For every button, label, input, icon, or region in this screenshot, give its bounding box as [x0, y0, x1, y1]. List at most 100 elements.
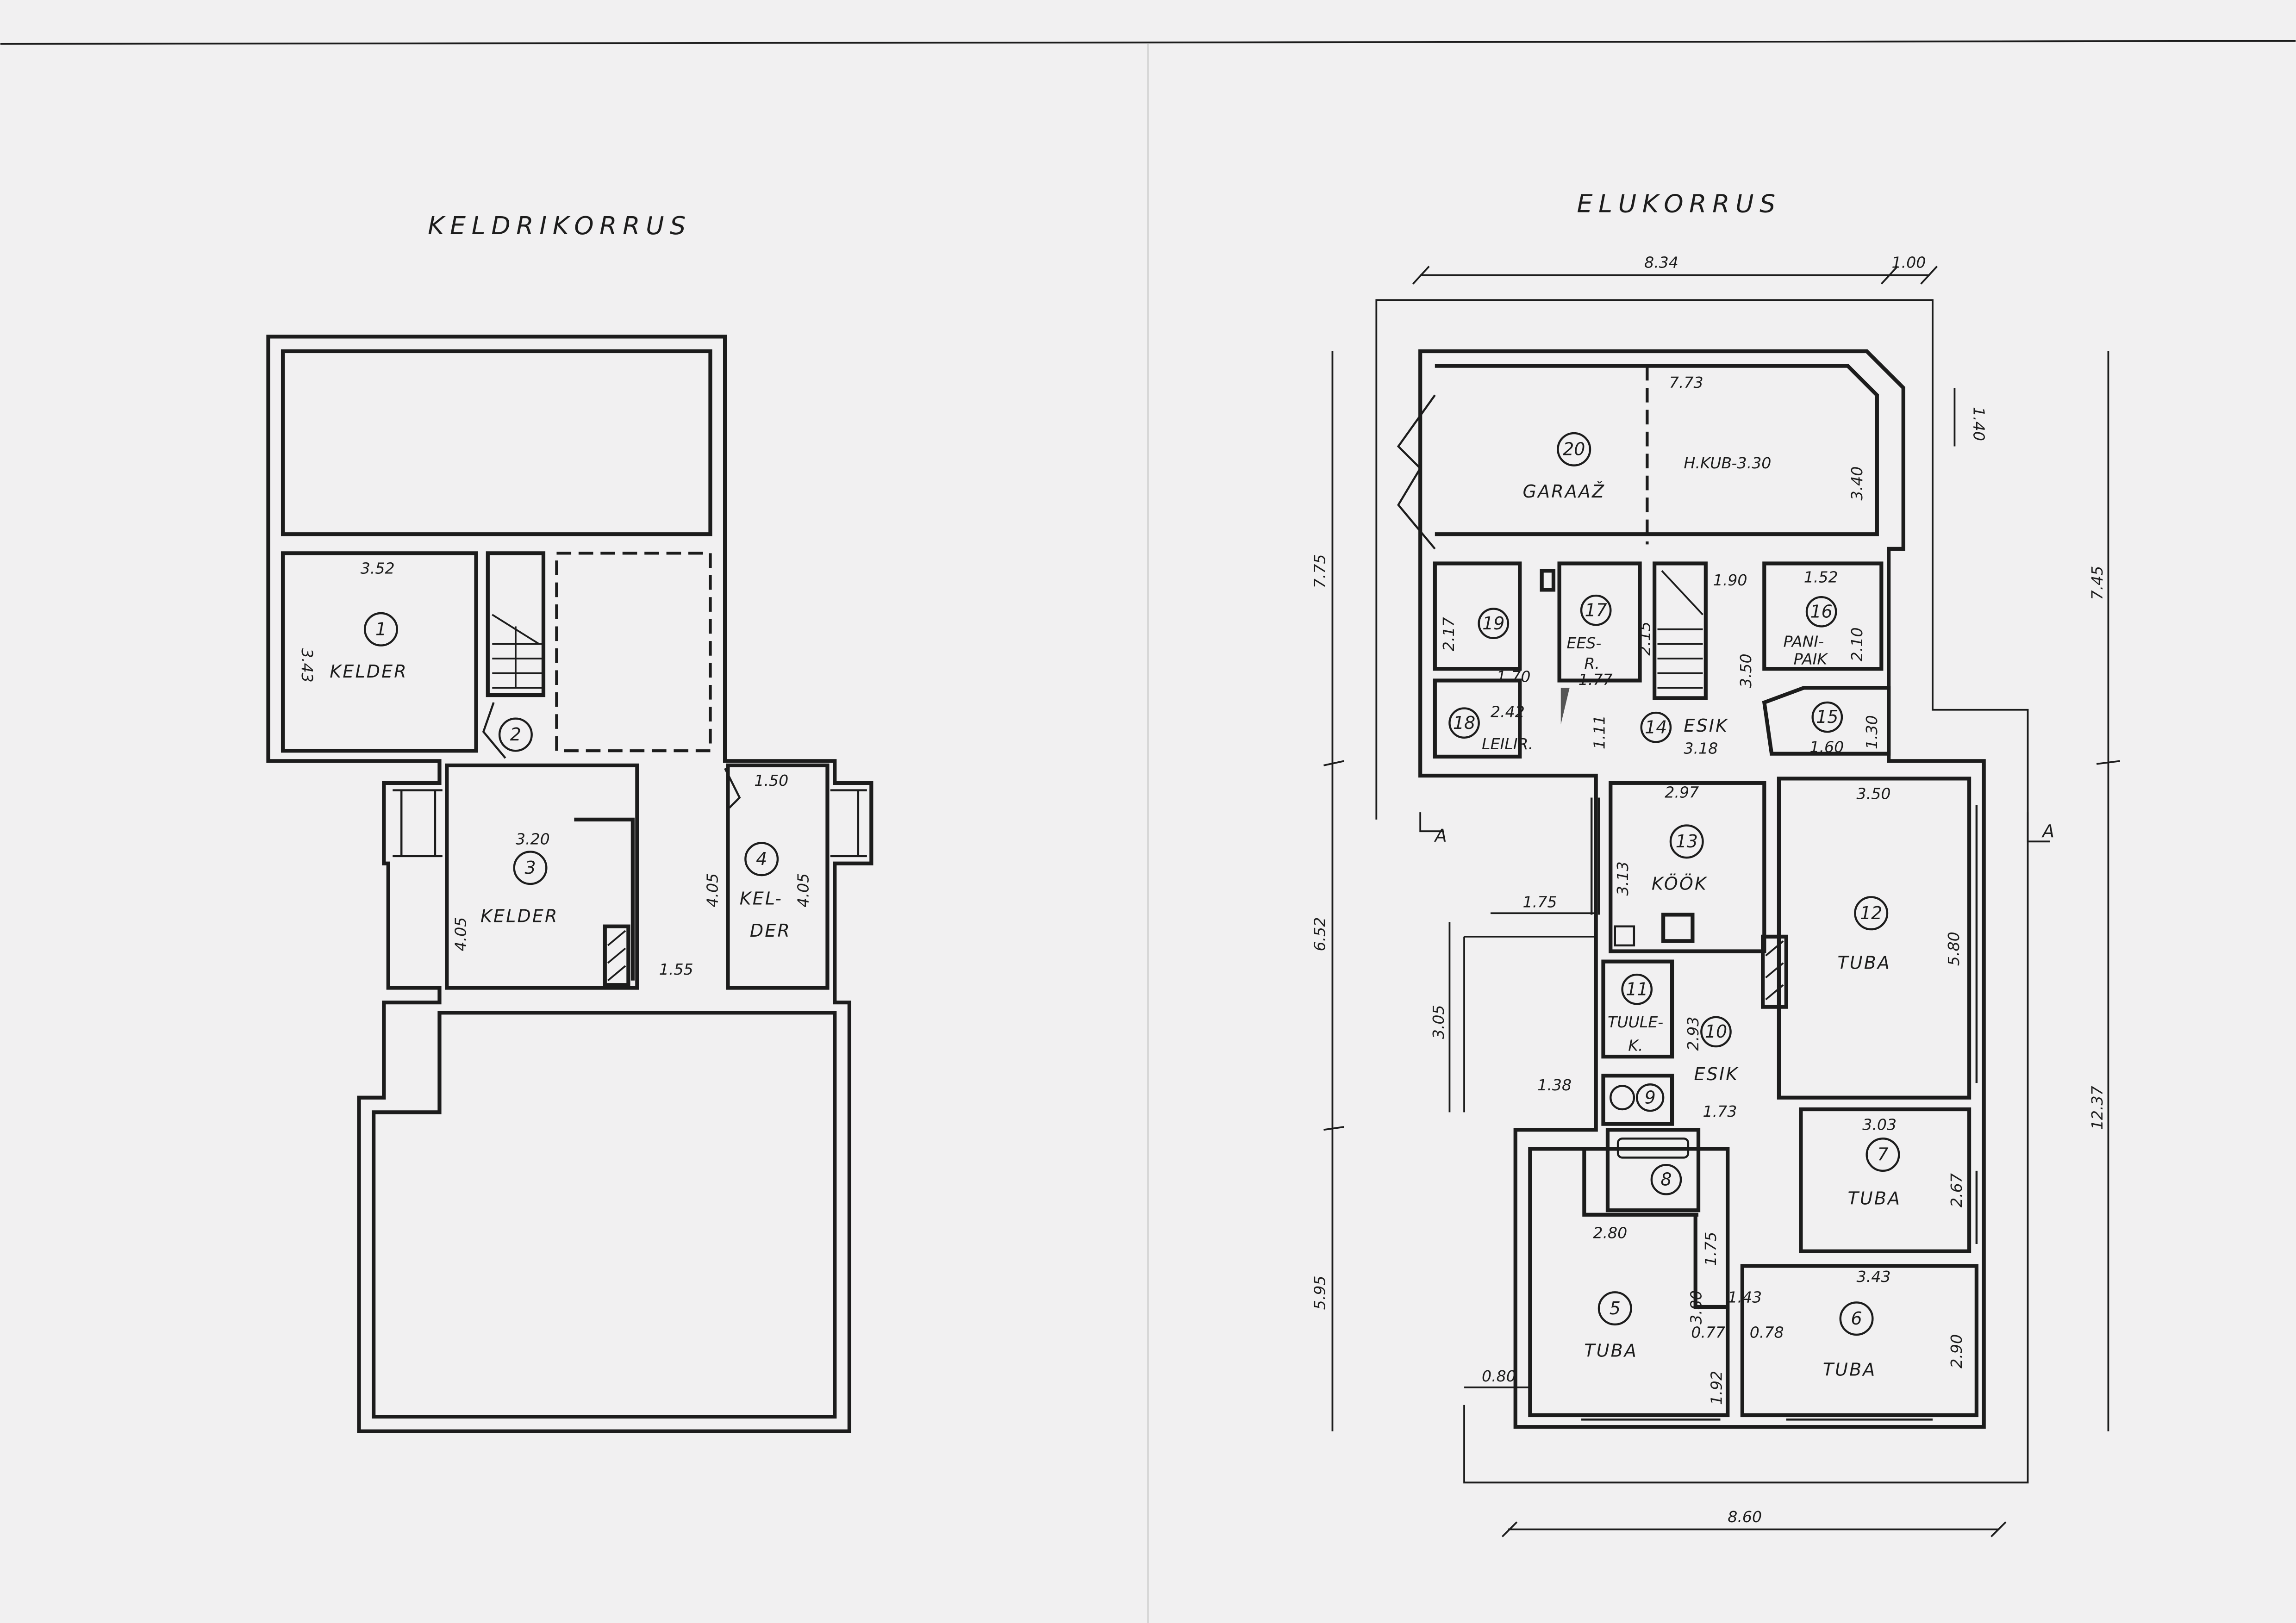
room-13-walls [1609, 781, 1766, 953]
basement-outer-wall [266, 335, 873, 1433]
room-9-width: 1.38 [1537, 1076, 1572, 1094]
hall-side: 3.50 [1737, 653, 1755, 688]
room-10-width: 1.73 [1703, 1102, 1737, 1120]
dashed-room [555, 552, 712, 752]
room-15-badge [1811, 701, 1843, 733]
room-10-label: ESIK [1694, 1064, 1739, 1084]
room-12-depth: 5.80 [1945, 932, 1963, 966]
room-19-walls [1433, 561, 1522, 671]
room-17-badge [1580, 594, 1612, 626]
section-label-right: A [2041, 821, 2056, 841]
dim-terrace-width: 1.75 [1523, 893, 1557, 911]
stair-icon-upper [1657, 570, 1703, 689]
room-16-walls [1762, 561, 1884, 671]
room-6-label: TUBA [1823, 1360, 1877, 1380]
room-15-walls [1762, 686, 1891, 756]
hall-width: 1.43 [1728, 1288, 1762, 1306]
section-marker-right [2027, 812, 2050, 843]
room-11-badge [1621, 973, 1653, 1005]
dim-chimney: 1.40 [1970, 407, 1988, 441]
room-1-walls [281, 551, 478, 753]
room-14-label: ESIK [1684, 715, 1728, 736]
room-14-number: 14 [1645, 717, 1667, 737]
window-room-12 [1968, 805, 1978, 1083]
room-20-volume: H.KUB-3.30 [1684, 454, 1771, 472]
sauna-stove-icon [1540, 569, 1556, 592]
chimney-icon [603, 924, 630, 987]
basement-lower-room [372, 1011, 837, 1419]
room-19-badge [1478, 608, 1510, 639]
room-3-walls [445, 763, 639, 990]
window-room-7 [1968, 1170, 1978, 1244]
room-1-width: 3.52 [361, 560, 395, 578]
room-11-walls [1601, 959, 1674, 1059]
room-5-number: 5 [1610, 1298, 1621, 1318]
room-5-bottom: 1.92 [1708, 1371, 1726, 1405]
dim-wing: 0.80 [1482, 1367, 1516, 1385]
room-20-label: GARAAŽ [1523, 481, 1606, 502]
room-7-badge [1866, 1138, 1900, 1172]
room-4-label-2: DER [750, 920, 791, 941]
room-6-width: 3.43 [1857, 1268, 1891, 1286]
room-18-walls [1433, 678, 1522, 759]
room-4-badge [744, 842, 779, 877]
room-8-badge [1650, 1163, 1682, 1195]
passage-width: 1.55 [659, 960, 693, 978]
room-19-number: 19 [1482, 613, 1504, 634]
basement-top-room [281, 349, 712, 536]
room-16-depth: 2.10 [1848, 627, 1866, 661]
room-13-number: 13 [1676, 831, 1698, 852]
living-floor-plan: ELUKORRUS [1311, 189, 2121, 1537]
room-5-depth: 3.80 [1687, 1290, 1705, 1325]
room-17-label-1: EES- [1566, 634, 1601, 652]
room-3-number: 3 [524, 858, 536, 878]
room-18-badge [1448, 707, 1480, 739]
dim-terrace-height: 3.05 [1429, 1005, 1447, 1039]
room-3-badge [513, 851, 548, 885]
room-12-width: 3.50 [1857, 785, 1891, 803]
room-20-width: 7.73 [1669, 373, 1703, 392]
dim-top-main: 8.34 [1644, 254, 1678, 272]
room-3-partition [574, 817, 635, 981]
room-20-depth: 3.40 [1848, 466, 1866, 501]
room-14-depth: 1.11 [1591, 715, 1609, 749]
dim-right-total: 12.37 [2088, 1086, 2106, 1130]
room-5-badge [1597, 1291, 1632, 1326]
room-17-depth: 2.15 [1636, 622, 1654, 656]
room-18-number: 18 [1453, 713, 1475, 733]
room-1-depth: 3.43 [298, 648, 316, 683]
room-1-number: 1 [375, 619, 387, 639]
door-4 [724, 768, 741, 809]
boiler-icon [1610, 1085, 1635, 1111]
room-1-label: KELDER [330, 661, 408, 682]
room-7-label: TUBA [1848, 1188, 1902, 1209]
room-17-label-2: R. [1584, 654, 1600, 672]
room-2-number: 2 [510, 724, 521, 745]
dim-left-top: 7.75 [1311, 554, 1329, 588]
dim-bottom: 8.60 [1728, 1508, 1762, 1526]
room-10-badge [1700, 1016, 1732, 1048]
room-6-walls [1740, 1264, 1978, 1418]
stair-walls-upper [1653, 561, 1708, 700]
room-2-badge [498, 717, 533, 752]
room-18-width: 2.42 [1491, 703, 1525, 721]
hall-depth: 1.75 [1702, 1231, 1720, 1266]
stove-icon [1661, 913, 1695, 943]
dim-right-top: 7.45 [2088, 566, 2106, 600]
dimension-lines [1323, 266, 2121, 1537]
room-13-depth: 3.13 [1614, 861, 1632, 895]
room-13-badge [1669, 824, 1704, 859]
room-7-width: 3.03 [1862, 1115, 1897, 1133]
dim-left-mid: 6.52 [1311, 917, 1329, 951]
window-right [830, 789, 867, 858]
room-8-number: 8 [1660, 1169, 1672, 1189]
room-6-door: 0.78 [1750, 1323, 1784, 1341]
room-10-number: 10 [1705, 1021, 1727, 1042]
room-14-width: 3.18 [1684, 740, 1718, 758]
terrace-left [1463, 935, 1596, 1113]
room-5-door: 0.77 [1691, 1323, 1725, 1341]
room-3-depth: 4.05 [451, 917, 469, 951]
sheet-border-top [0, 40, 2296, 45]
room-4-number: 4 [756, 849, 767, 869]
room-14-badge [1640, 711, 1672, 743]
